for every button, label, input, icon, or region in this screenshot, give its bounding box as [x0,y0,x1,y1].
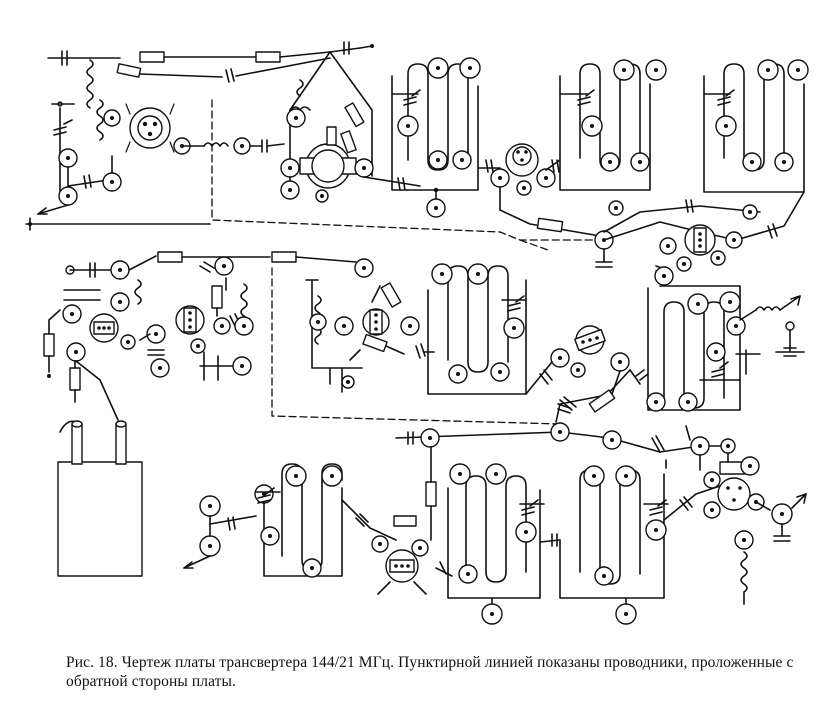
resistor [157,251,183,263]
resistor [69,367,81,391]
input-stage-top-left [25,41,374,231]
resistor [536,217,564,233]
resistor [255,51,281,63]
resistor [393,515,417,527]
figure-caption: Рис. 18. Чертеж платы трансвертера 144/2… [66,654,794,690]
middle-center-filter [305,263,649,423]
resistor [116,63,142,78]
resistor [425,481,437,507]
backside-conductors [211,99,601,425]
middle-left-stage [43,251,374,433]
resistor [326,126,337,146]
transistor-top-center [280,51,446,218]
resistor [588,389,616,413]
resistor [139,51,165,63]
pcb-drawing [25,41,809,625]
lower-section [183,403,807,625]
crystal-package [57,420,143,577]
resistor [211,285,223,309]
resistor [340,130,357,154]
resistor [43,333,55,357]
middle-right-filter [646,266,805,412]
resistor [362,333,388,353]
resistor [271,251,297,263]
resistor [380,282,402,308]
helical-filter-group-top [391,57,809,276]
resistor [344,102,365,128]
